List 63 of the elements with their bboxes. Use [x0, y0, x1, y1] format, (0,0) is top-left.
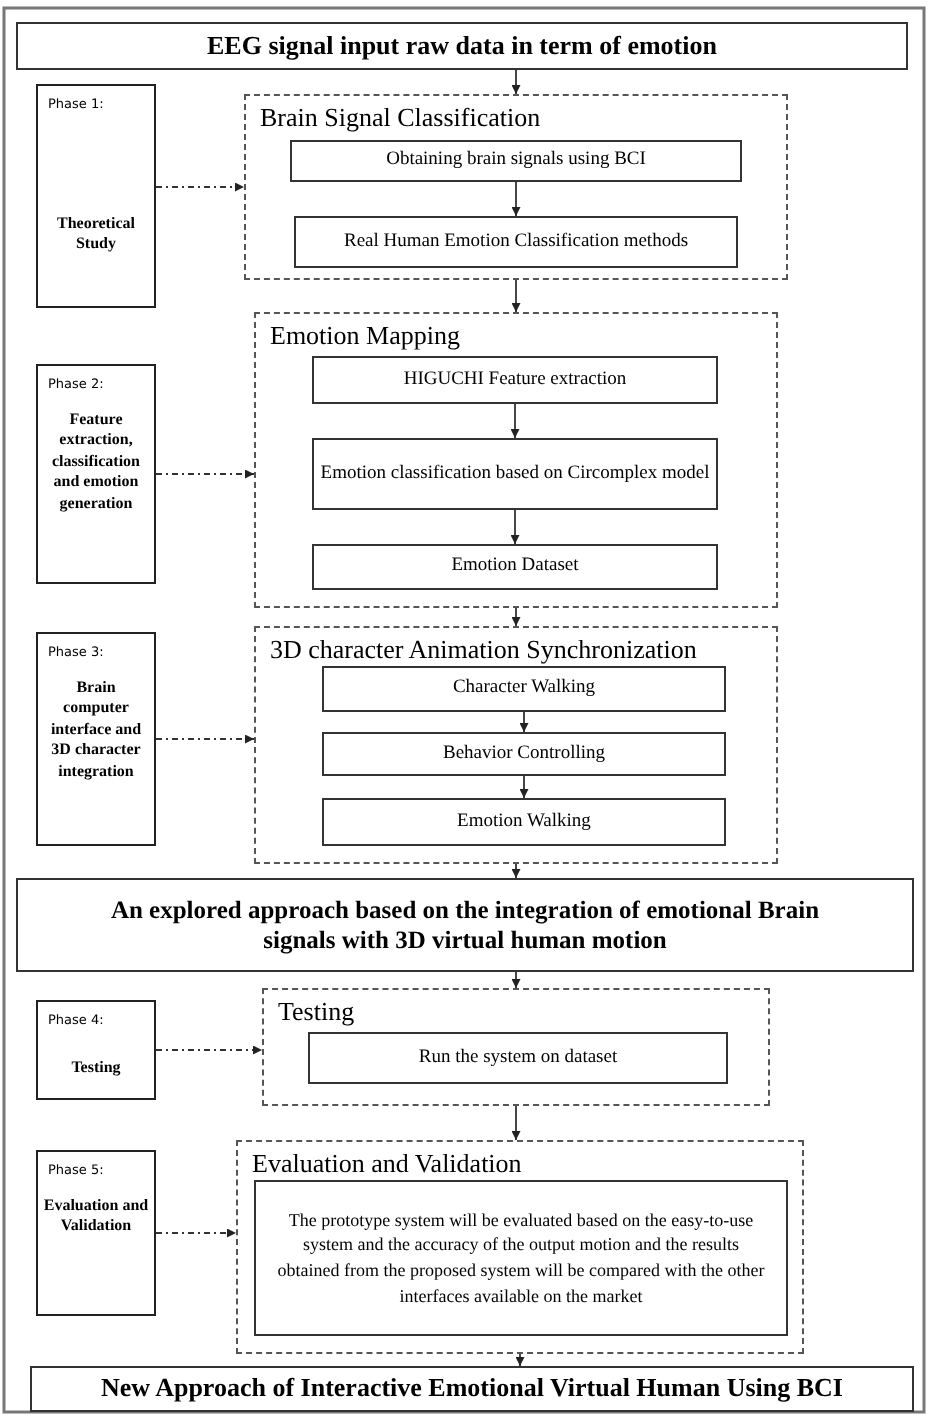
- arrow: [155, 1228, 237, 1238]
- arrow: [511, 1105, 521, 1141]
- box-text: EEG signal input raw data in term of emotion: [207, 31, 717, 61]
- title-box: [16, 22, 908, 70]
- box-text: Emotion Walking: [457, 809, 591, 835]
- arrow: [510, 403, 520, 439]
- arrow: [511, 279, 521, 313]
- phase-title: Theoretical Study: [55, 214, 137, 256]
- phase-box: [36, 364, 156, 584]
- arrow: [515, 1353, 525, 1367]
- box-text: Behavior Controlling: [442, 741, 605, 767]
- box-text: Run the system on dataset: [418, 1045, 618, 1071]
- group-heading: Testing: [278, 996, 355, 1028]
- process-box: [254, 1180, 788, 1336]
- process-box: [294, 216, 738, 268]
- title-box: [30, 1366, 914, 1412]
- phase-title: Feature extraction, classification and emotion generation: [50, 410, 142, 514]
- phase-title: Testing: [69, 1058, 123, 1079]
- group-heading: Evaluation and Validation: [252, 1148, 522, 1180]
- group-heading: Brain Signal Classification: [260, 102, 541, 134]
- dashed-group-box: [236, 1140, 804, 1354]
- box-text: The prototype system will be evaluated based on the easy-to-use system and the accuracy of the output motion and the results obtained from the proposed system will be compared with the other interfaces available on the market: [275, 1207, 767, 1309]
- arrow: [511, 69, 521, 95]
- phase-title: Evaluation and Validation: [42, 1196, 150, 1238]
- phase-box: [36, 632, 156, 846]
- phase-box: [36, 1000, 156, 1100]
- dashed-group-box: [254, 312, 778, 608]
- arrow: [511, 181, 521, 217]
- process-box: [312, 544, 718, 590]
- group-heading: Emotion Mapping: [270, 320, 460, 352]
- arrow: [511, 863, 521, 879]
- arrow: [510, 509, 520, 545]
- process-box: [312, 438, 718, 510]
- dashed-group-box: [254, 626, 778, 864]
- phase-box: [36, 84, 156, 308]
- process-box: [322, 798, 726, 846]
- box-text: Emotion Dataset: [451, 554, 579, 580]
- dashed-group-box: [244, 94, 788, 280]
- box-text: New Approach of Interactive Emotional Virtual Human Using BCI: [101, 1374, 843, 1404]
- phase-box: [36, 1150, 156, 1316]
- box-text: HIGUCHI Feature extraction: [403, 367, 627, 393]
- box-text: An explored approach based on the integration of emotional Brain signals with 3D virtual human motion: [108, 896, 822, 954]
- box-text: Real Human Emotion Classification methods: [343, 229, 689, 255]
- group-heading: 3D character Animation Synchronization: [270, 634, 697, 666]
- arrow: [511, 607, 521, 627]
- box-text: Emotion classification based on Circomplex model: [320, 461, 710, 487]
- title-box: [16, 878, 914, 972]
- process-box: [290, 140, 742, 182]
- box-text: Character Walking: [452, 676, 596, 702]
- arrow: [155, 469, 255, 479]
- dashed-group-box: [262, 988, 770, 1106]
- process-box: [322, 666, 726, 712]
- arrow: [519, 775, 529, 799]
- process-box: [322, 732, 726, 776]
- arrow: [519, 711, 529, 733]
- process-box: [312, 356, 718, 404]
- phase-title: Brain computer interface and 3D character integration: [48, 678, 144, 782]
- arrow: [155, 1045, 263, 1055]
- arrow: [155, 734, 255, 744]
- arrow: [155, 182, 245, 192]
- box-text: Obtaining brain signals using BCI: [386, 148, 646, 174]
- process-box: [308, 1032, 728, 1084]
- arrow: [511, 971, 521, 989]
